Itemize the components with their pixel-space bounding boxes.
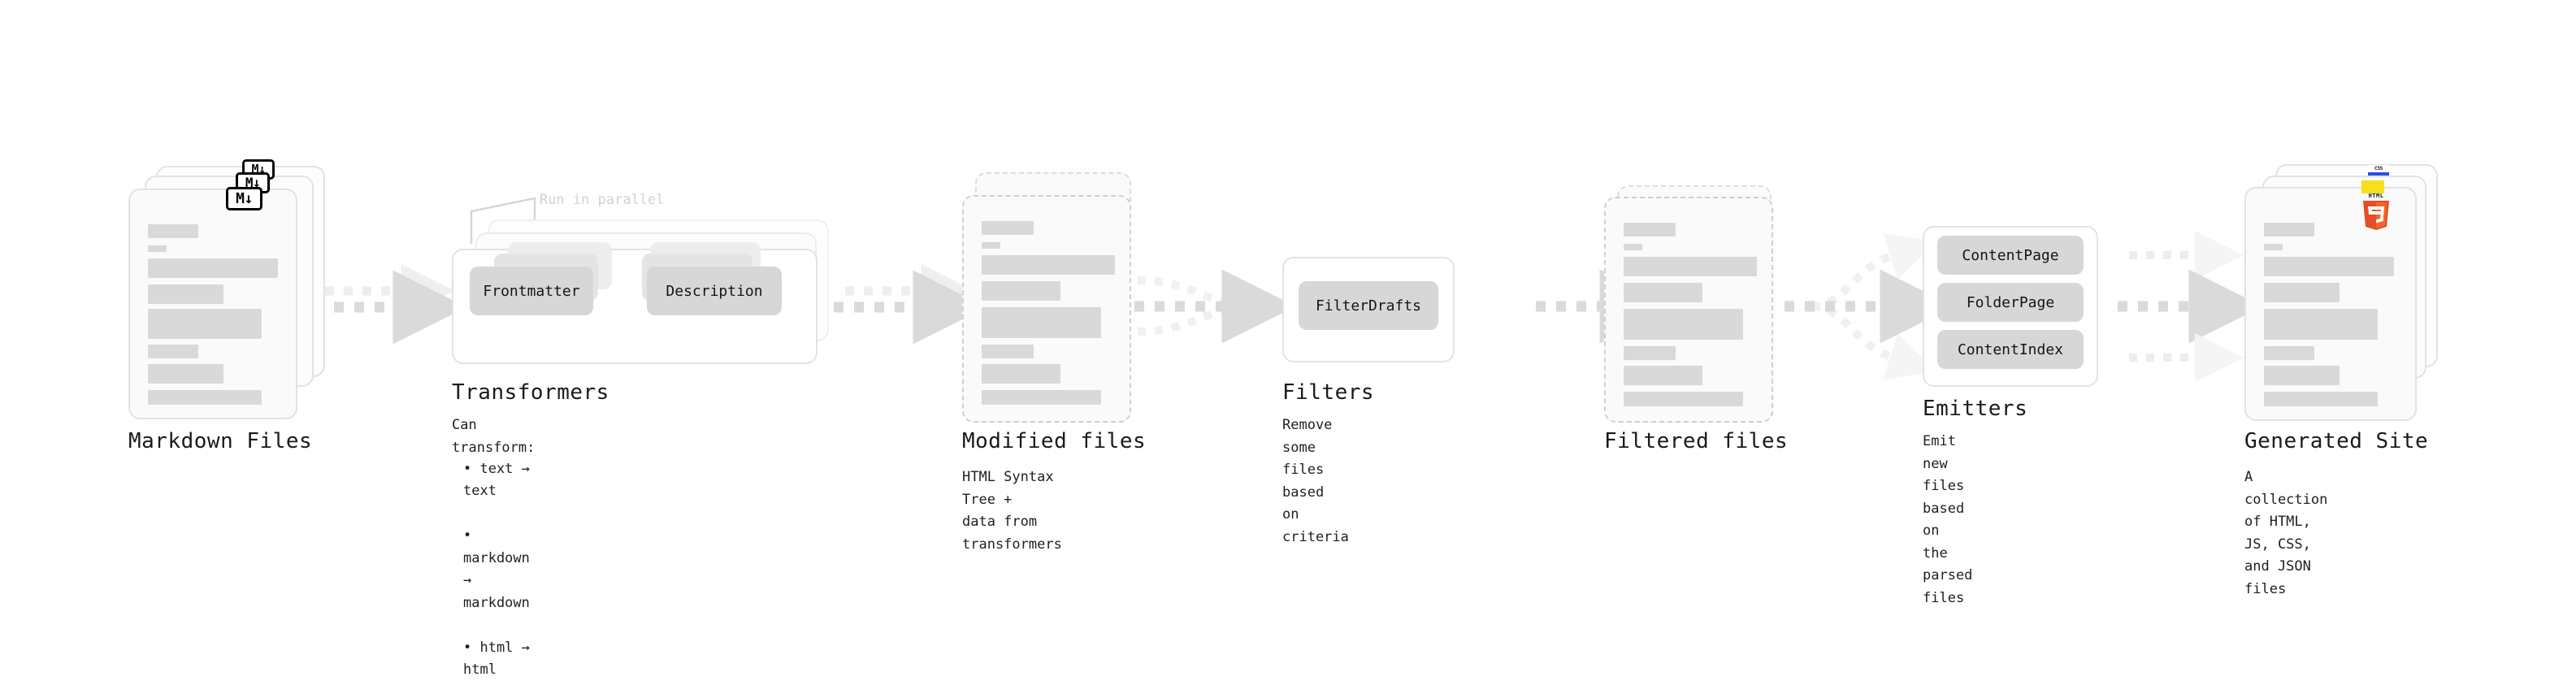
skeleton-line (1624, 392, 1743, 406)
connector-modified-to-filters (1134, 269, 1296, 344)
skeleton-line (1624, 244, 1642, 250)
skeleton-line (2264, 392, 2378, 406)
skeleton-line (148, 309, 262, 339)
skeleton-line (1624, 366, 1702, 385)
emitter-chip-contentpage[interactable]: ContentPage (1937, 236, 2084, 275)
markdown-icon-letter: M (236, 189, 245, 207)
stage-subtitle: Can transform: (452, 417, 536, 456)
filter-chip-filterdrafts[interactable]: FilterDrafts (1299, 281, 1438, 330)
skeleton-line (982, 281, 1060, 301)
list-item: • text → text (463, 460, 530, 500)
connector-transformers-to-modified (834, 264, 987, 345)
markdown-card-front (128, 189, 297, 419)
html5-shield-glyph (2363, 201, 2389, 230)
chip-label: Frontmatter (483, 282, 580, 300)
skeleton-line (2264, 309, 2378, 340)
skeleton-line (1624, 309, 1743, 340)
js-icon (2361, 180, 2384, 193)
chip-label: Description (666, 282, 763, 300)
skeleton-line (982, 307, 1101, 338)
markdown-icon-letter: M (251, 162, 258, 176)
skeleton-line (148, 345, 198, 358)
skeleton-line (982, 390, 1101, 405)
skeleton-line (982, 242, 1000, 249)
skeleton-line (2264, 244, 2283, 250)
markdown-icon-letter: M (245, 175, 254, 190)
chip-label: FilterDrafts (1315, 297, 1422, 314)
skeleton-line (148, 224, 198, 238)
list-item: • html → html (463, 639, 530, 679)
transformer-chip-frontmatter[interactable]: Frontmatter (470, 267, 593, 315)
connector-filtered-to-emitters (1785, 232, 1954, 380)
skeleton-line (982, 364, 1060, 384)
stage-title: Modified files (962, 429, 1147, 453)
run-in-parallel-label: Run in parallel (540, 192, 665, 208)
chip-label: FolderPage (1966, 293, 2055, 311)
skeleton-line (982, 345, 1034, 358)
skeleton-line (148, 245, 167, 252)
skeleton-line (1624, 283, 1702, 302)
list-item: • markdown → markdown (463, 527, 530, 611)
skeleton-line (2264, 257, 2394, 276)
skeleton-line (2264, 346, 2314, 360)
css3-icon-label: CSS (2368, 165, 2389, 172)
skeleton-line (1624, 223, 1676, 236)
stage-title: Transformers (452, 380, 609, 405)
skeleton-line (2264, 366, 2340, 385)
emitter-chip-contentindex[interactable]: ContentIndex (1937, 330, 2084, 369)
stage-title: Emitters (1923, 397, 2028, 421)
modified-card-front (962, 195, 1131, 423)
skeleton-line (2264, 223, 2314, 236)
css3-icon-bar (2368, 172, 2389, 176)
skeleton-line (148, 390, 262, 405)
css3-icon: CSS (2368, 165, 2389, 176)
markdown-icon: M↓ (226, 187, 262, 210)
stage-subtitle: Remove some files based on criteria (1282, 417, 1349, 545)
skeleton-line (1624, 346, 1676, 360)
chip-label: ContentPage (1962, 246, 2059, 264)
stage-title: Markdown Files (128, 429, 313, 453)
stage-subtitle: Emit new files based on the parsed files (1923, 433, 1973, 606)
html5-icon: HTML (2360, 193, 2392, 232)
stage-title: Filtered files (1604, 429, 1789, 453)
skeleton-line (148, 364, 223, 384)
stage-title: Generated Site (2244, 429, 2429, 453)
skeleton-line (2264, 283, 2340, 302)
connector-emitters-to-site (2118, 231, 2263, 382)
skeleton-line (148, 284, 223, 304)
connector-md-to-transformers (314, 264, 467, 345)
emitter-chip-folderpage[interactable]: FolderPage (1937, 283, 2084, 322)
html5-icon-label: HTML (2368, 193, 2384, 199)
stage-subtitle: A collection of HTML, JS, CSS, and JSON … (2244, 469, 2328, 597)
chip-label: ContentIndex (1957, 340, 2064, 358)
filtered-card-front (1604, 197, 1773, 423)
stage-title: Filters (1282, 380, 1375, 405)
skeleton-line (1624, 257, 1757, 276)
transformer-chip-description[interactable]: Description (647, 267, 782, 315)
site-card-front (2244, 187, 2417, 421)
stage-subtitle: HTML Syntax Tree + data from transformer… (962, 469, 1062, 553)
skeleton-line (982, 221, 1034, 235)
skeleton-line (982, 255, 1115, 275)
transform-capabilities-list: • text → text • markdown → markdown • ht… (463, 436, 530, 681)
skeleton-line (148, 258, 278, 278)
